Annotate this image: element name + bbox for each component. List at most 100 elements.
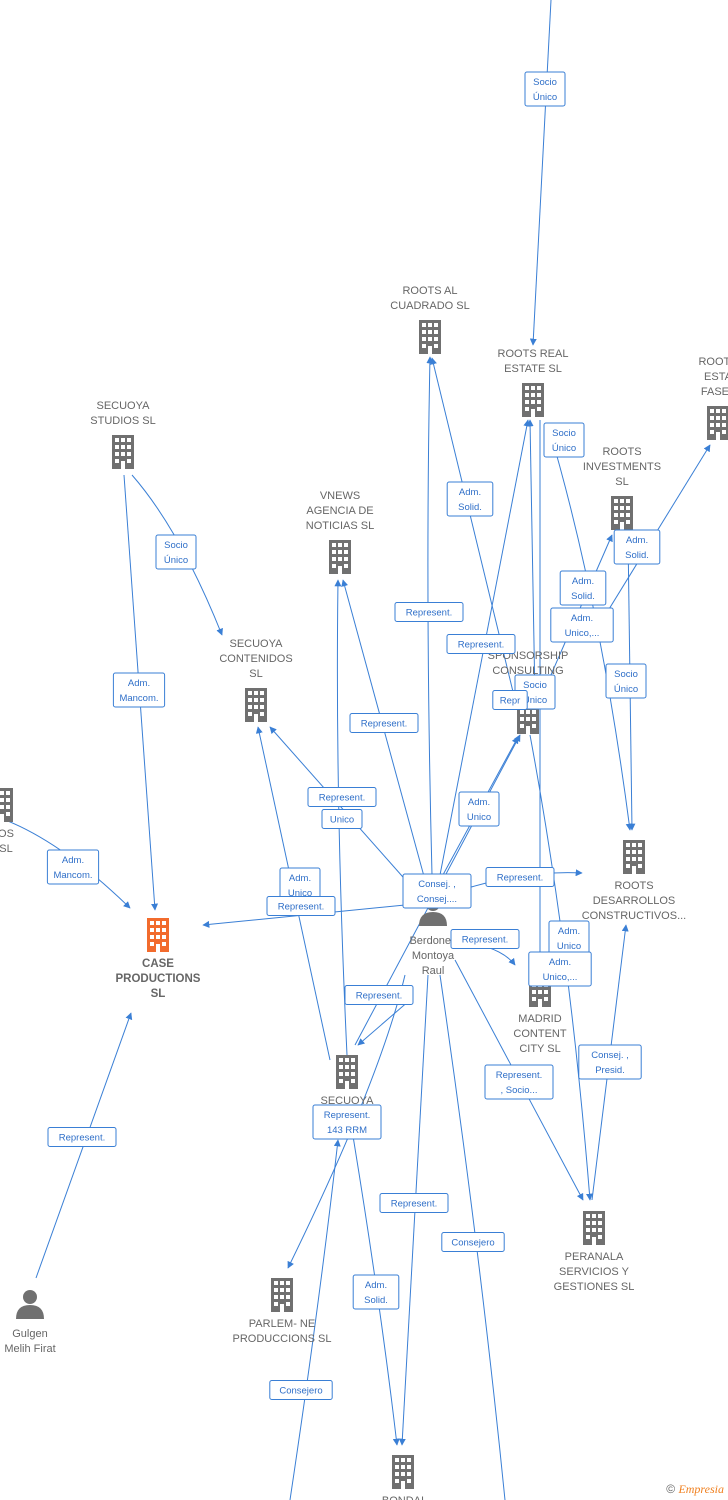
edge-label[interactable]: Adm.Mancom. (46, 849, 100, 885)
node-label-line: NOTICIAS SL (306, 520, 374, 532)
edge-label[interactable]: Adm.Solid. (613, 529, 661, 565)
edge-label[interactable]: Represent. (394, 602, 464, 622)
edge-label[interactable]: Represent. (307, 787, 377, 807)
edge-label[interactable]: Represent. (379, 1193, 449, 1213)
edge-line (289, 1139, 341, 1500)
edge-label[interactable]: Adm.Unico (279, 867, 321, 903)
edge-label-text: Adm. (459, 487, 481, 498)
node-label-line: Raul (422, 965, 445, 977)
node-label-line: PARLEM- NE (249, 1318, 315, 1330)
edge-label[interactable]: Adm. Solid. (446, 481, 494, 517)
company-node-bondai[interactable]: BONDAI (382, 1455, 424, 1500)
edge-label[interactable]: Adm. Unico,... (550, 607, 614, 643)
edge-label-text: Adm. (571, 613, 593, 624)
edge-label[interactable]: Adm.Unico (458, 791, 500, 827)
company-node-roots-fase[interactable]: ROOTSESTAFASE I (698, 356, 728, 440)
edge-label-text: Único (552, 443, 576, 454)
edge-label-text: Solid. (625, 550, 649, 561)
building-icon (271, 1278, 293, 1312)
edge-label-text: Solid. (458, 502, 482, 513)
node-label-line: Gulgen (12, 1328, 47, 1340)
edge-label-text: Unico,... (565, 628, 600, 639)
edge-label-text: Adm. (365, 1280, 387, 1291)
edge-label[interactable]: Represent. (446, 634, 516, 654)
edge-label-text: Represent. (361, 719, 407, 730)
edge-label-text: Solid. (571, 591, 595, 602)
edge-label[interactable]: Unico (321, 809, 363, 829)
edge-label-text: Adm. (549, 957, 571, 968)
edge-label[interactable]: Consejero (441, 1232, 505, 1252)
edge-label[interactable]: Represent. (266, 896, 336, 916)
edge-label[interactable]: Consejero (269, 1380, 333, 1400)
edge-label-text: Adm. (289, 873, 311, 884)
edge-label-text: Presid. (595, 1065, 625, 1076)
node-label-line: SECUOYA (321, 1095, 375, 1107)
edge-label-text: Único (523, 695, 547, 706)
person-icon (16, 1290, 44, 1319)
node-label-line: OS (0, 828, 14, 840)
edge-label[interactable]: Repr (492, 690, 528, 710)
node-label-line: Berdones (409, 935, 457, 947)
edge-label[interactable]: Represent. (349, 713, 419, 733)
edge-label[interactable]: Adm.Solid. (559, 570, 607, 606)
edge-label-text: Unico (467, 812, 491, 823)
edge-label-text: Consejero (451, 1238, 494, 1249)
node-label-line: ROOTS REAL (498, 348, 569, 360)
edge-label-text: Único (164, 555, 188, 566)
node-label-line: STUDIOS SL (90, 415, 155, 427)
edge-label[interactable]: Represent.143 RRM (312, 1104, 382, 1140)
building-icon (419, 320, 441, 354)
edge-label[interactable]: Represent. (450, 929, 520, 949)
edge-label-text: Represent. (278, 902, 324, 913)
edge-label[interactable]: Adm. Unico,... (528, 951, 592, 987)
edge-label-text: Consejero (279, 1386, 322, 1397)
edge-label-text: Adm. (558, 926, 580, 937)
node-label-line: SECUOYA (230, 638, 284, 650)
node-label-line: ESTA (704, 371, 728, 383)
building-icon (707, 406, 728, 440)
edge-label[interactable]: Consej. ,Presid. (578, 1044, 642, 1080)
edge-label[interactable]: Represent., Socio... (484, 1064, 554, 1100)
node-label-line: BONDAI (382, 1495, 424, 1500)
edge-label-text: 143 RRM (327, 1125, 367, 1136)
node-label-line: ROOTS AL (402, 285, 457, 297)
brand-logo: Empresia (678, 1482, 724, 1496)
company-node-left-partial[interactable]: OS SL (0, 788, 14, 855)
edge-label[interactable]: Represent. (344, 985, 414, 1005)
edge-label[interactable]: Adm.Solid. (352, 1274, 400, 1310)
edge-label-text: Consej. , (418, 879, 456, 890)
edge-label[interactable]: Adm.Mancom. (112, 672, 166, 708)
node-label-line: Melih Firat (4, 1343, 55, 1355)
edge-label[interactable]: Consej. , Consej.... (402, 873, 472, 909)
edge-label[interactable]: Represent. (485, 867, 555, 887)
edge-line (526, 419, 536, 701)
node-label-line: SL (0, 843, 13, 855)
edge-label-text: Represent. (59, 1133, 105, 1144)
edge-label[interactable]: Adm.Unico (548, 920, 590, 956)
edge-label-text: Consej.... (417, 894, 457, 905)
building-icon (522, 383, 544, 417)
edge-label[interactable]: Represent. (47, 1127, 117, 1147)
edge-label-text: Unico,... (543, 972, 578, 983)
node-label-line: DESARROLLOS (593, 895, 676, 907)
company-node-roots-desarrollos[interactable]: ROOTSDESARROLLOSCONSTRUCTIVOS... (582, 840, 687, 922)
edge-label-text: Socio (523, 680, 547, 691)
node-label-line: SL (151, 988, 166, 1000)
node-label-line: CASE (142, 958, 174, 970)
